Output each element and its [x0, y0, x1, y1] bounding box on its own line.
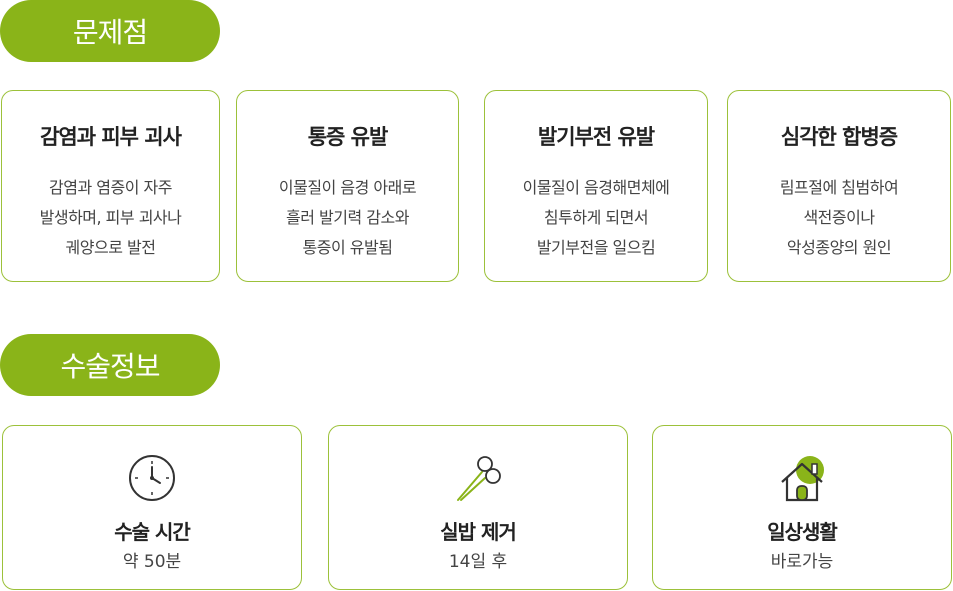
description-line: 발기부전을 일으킴 [536, 238, 656, 257]
description-line: 흘러 발기력 감소와 [286, 208, 409, 227]
info-value: 14일 후 [448, 552, 508, 572]
description-line: 발생하며, 피부 괴사나 [39, 208, 182, 227]
section-heading-surgery: 수술정보 [0, 334, 220, 396]
surgery-card-suture: 실밥 제거 14일 후 [328, 425, 628, 590]
surgery-card-time: 수술 시간 약 50분 [2, 425, 302, 590]
problem-card-description: 감염과 염증이 자주 발생하며, 피부 괴사나 궤양으로 발전 [2, 173, 219, 263]
problem-card-ed: 발기부전 유발 이물질이 음경해면체에 침투하게 되면서 발기부전을 일으킴 [484, 90, 708, 282]
description-line: 감염과 염증이 자주 [49, 178, 172, 197]
surgery-card-daily-life: 일상생활 바로가능 [652, 425, 952, 590]
problem-card-description: 이물질이 음경 아래로 흘러 발기력 감소와 통증이 유발됨 [237, 173, 458, 263]
problem-card-title: 감염과 피부 괴사 [40, 125, 182, 149]
problem-card-title: 통증 유발 [307, 125, 389, 149]
problem-card-complication: 심각한 합병증 림프절에 침범하여 색전증이나 악성종양의 원인 [727, 90, 951, 282]
info-title: 수술 시간 [114, 520, 191, 544]
info-title: 실밥 제거 [440, 520, 517, 544]
description-line: 궤양으로 발전 [65, 238, 156, 257]
section-heading-problems: 문제점 [0, 0, 220, 62]
description-line: 색전증이나 [803, 208, 875, 227]
clock-icon [129, 455, 175, 501]
description-line: 이물질이 음경해면체에 [522, 178, 670, 197]
description-line: 침투하게 되면서 [543, 208, 649, 227]
info-value: 바로가능 [770, 552, 834, 572]
info-title: 일상생활 [767, 520, 838, 544]
description-line: 림프절에 침범하여 [779, 178, 899, 197]
description-line: 통증이 유발됨 [302, 238, 393, 257]
description-line: 이물질이 음경 아래로 [278, 178, 417, 197]
problem-card-title: 심각한 합병증 [780, 125, 898, 149]
scissors-icon [457, 456, 501, 501]
info-value: 약 50분 [122, 552, 182, 572]
problem-card-description: 이물질이 음경해면체에 침투하게 되면서 발기부전을 일으킴 [485, 173, 707, 263]
description-line: 악성종양의 원인 [786, 238, 892, 257]
problem-card-pain: 통증 유발 이물질이 음경 아래로 흘러 발기력 감소와 통증이 유발됨 [236, 90, 459, 282]
problem-card-title: 발기부전 유발 [537, 125, 655, 149]
problem-card-description: 림프절에 침범하여 색전증이나 악성종양의 원인 [728, 173, 950, 263]
house-icon [781, 456, 824, 502]
problem-card-infection: 감염과 피부 괴사 감염과 염증이 자주 발생하며, 피부 괴사나 궤양으로 발… [1, 90, 220, 282]
